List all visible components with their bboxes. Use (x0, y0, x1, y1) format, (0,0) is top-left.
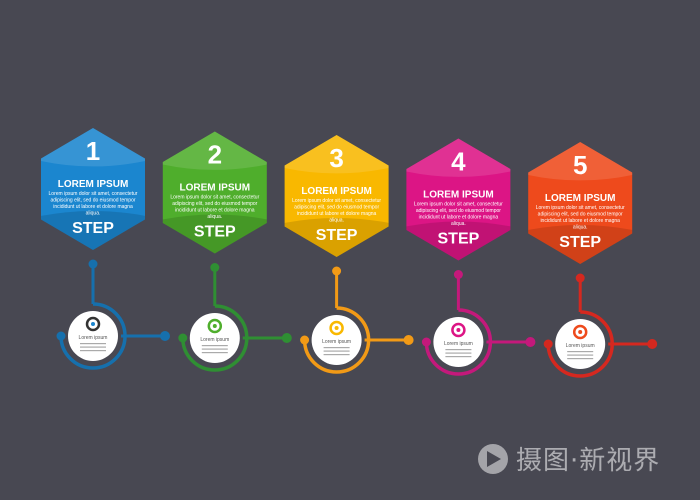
step-label: STEP (316, 227, 358, 244)
circle-title: Lorem ipsum (444, 341, 473, 347)
step-number: 1 (86, 136, 100, 166)
info-circle (555, 319, 606, 369)
connector-dot-left (56, 331, 66, 341)
connector-dot-left (543, 339, 553, 349)
ring-arc (424, 308, 493, 376)
circle-text-line (201, 345, 228, 347)
hexagon (41, 128, 145, 250)
connector-dot-right (525, 337, 536, 347)
circle-text-line (567, 354, 594, 356)
hexagon-highlight (284, 135, 389, 174)
watermark-text: 摄图·新视界 (516, 446, 661, 476)
info-circle (68, 311, 118, 361)
hexagon-highlight (162, 131, 267, 170)
step-number: 4 (451, 147, 466, 177)
connector-dot-right (647, 339, 658, 349)
circle-title: Lorem ipsum (566, 343, 595, 349)
hexagon (284, 135, 389, 257)
icon-shape (207, 318, 223, 334)
icon-shape (85, 316, 101, 332)
step-title: LOREM IPSUM (58, 179, 129, 190)
step-title: LOREM IPSUM (545, 193, 616, 204)
hexagon-shadow (406, 221, 511, 261)
step-label: STEP (438, 231, 480, 248)
step-title: LOREM IPSUM (301, 186, 372, 197)
info-circle (311, 315, 362, 365)
hexagon (528, 142, 633, 264)
circle-text-line (201, 348, 228, 350)
step-label: STEP (72, 220, 114, 237)
connector-dot-right (403, 335, 414, 345)
circle-text-line (201, 352, 228, 354)
chart-monitor-icon (207, 318, 223, 334)
circle-text-line (567, 351, 594, 353)
circle-title: Lorem ipsum (200, 337, 229, 343)
ring-arc (181, 304, 249, 372)
step-label: STEP (559, 234, 601, 251)
hexagon (162, 131, 267, 254)
step-title: LOREM IPSUM (180, 183, 251, 194)
circle-title: Lorem ipsum (322, 339, 351, 345)
circle-text-line (80, 343, 106, 345)
gear-wrench-icon (85, 316, 101, 332)
ring-arc (59, 302, 127, 370)
target-icon (451, 322, 466, 338)
info-circle (189, 313, 240, 363)
icon-center (91, 322, 95, 326)
circle-text-line (323, 354, 350, 356)
lightbulb-icon (329, 320, 344, 336)
circle-title: Lorem ipsum (79, 335, 108, 341)
hexagon (406, 138, 511, 261)
circle-text-line (80, 350, 106, 352)
connector-dot-left (421, 337, 431, 347)
hexagon-shadow (284, 217, 389, 257)
hexagon-highlight (528, 142, 633, 181)
icon-shape (451, 322, 466, 338)
step-label: STEP (194, 224, 236, 241)
circle-text-line (567, 358, 594, 360)
hexagon-shadow (41, 210, 145, 250)
step-title: LOREM IPSUM (423, 190, 494, 201)
circle-text-line (80, 346, 106, 348)
hexagon-highlight (406, 138, 511, 177)
icon-center (212, 324, 217, 328)
icon-center (578, 330, 583, 334)
hexagon-shadow (528, 224, 633, 264)
rocket-icon (572, 324, 588, 340)
circle-text-line (445, 352, 472, 354)
icon-shape (572, 324, 588, 340)
step-number: 3 (329, 143, 343, 173)
icon-center (456, 328, 461, 332)
icon-shape (329, 320, 344, 336)
watermark: 摄图·新视界 (478, 440, 660, 477)
circle-text-line (445, 356, 472, 358)
watermark-logo-icon (478, 443, 508, 474)
connector-dot-right (160, 331, 170, 341)
connector-dot-left (178, 333, 188, 343)
connector-dot-right (281, 333, 292, 343)
connector-dot-left (300, 335, 310, 345)
circle-text-line (445, 349, 472, 351)
ring-arc (302, 306, 371, 374)
hexagon-shadow (162, 214, 267, 254)
step-number: 2 (208, 140, 222, 170)
step-number: 5 (573, 150, 587, 180)
ring-arc (546, 310, 614, 378)
circle-text-line (323, 350, 350, 352)
info-circle (433, 317, 484, 367)
circle-text-line (323, 347, 350, 349)
hexagon-highlight (41, 128, 145, 167)
icon-center (334, 326, 339, 330)
